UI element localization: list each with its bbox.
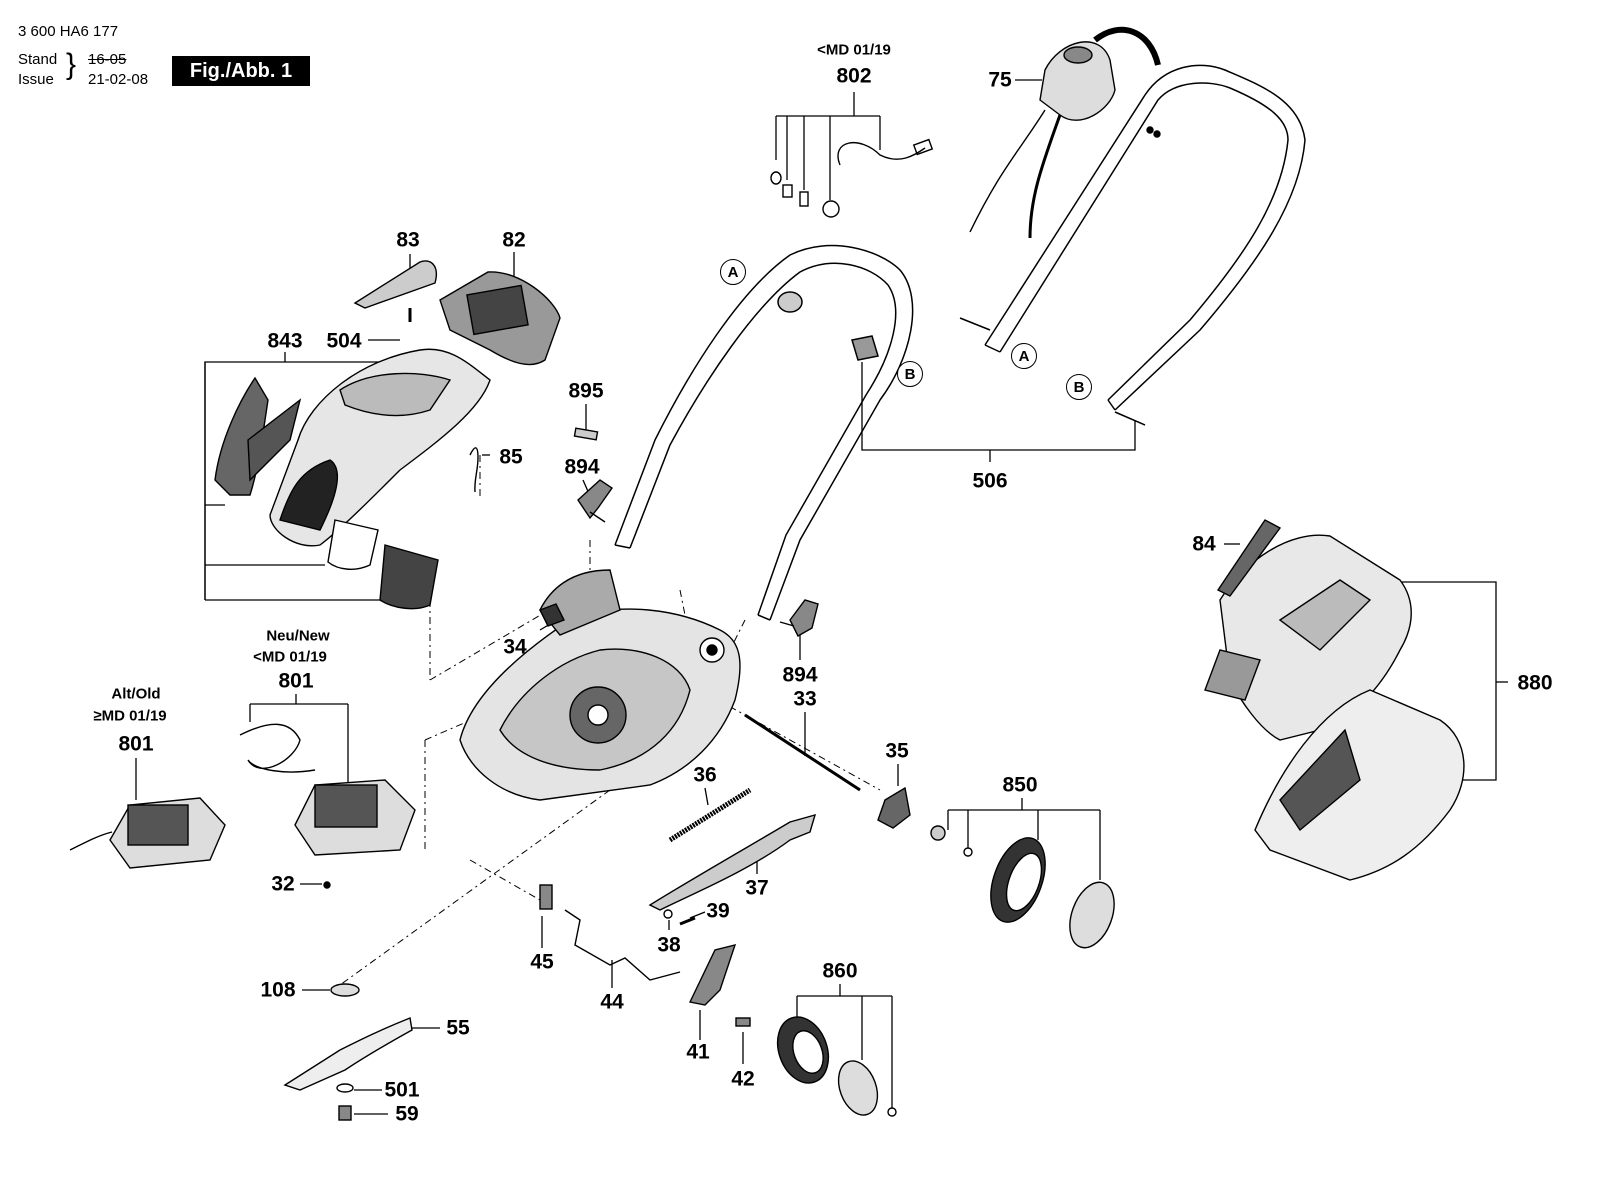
mower-deck xyxy=(459,569,741,801)
bracket-843 xyxy=(204,352,430,601)
callout-a: A xyxy=(1011,343,1037,369)
clamp-parts xyxy=(573,427,819,637)
upper-handle-506 xyxy=(959,64,1306,426)
part-label: 504 xyxy=(326,329,362,353)
part-label: 75 xyxy=(988,68,1012,92)
bracket-850 xyxy=(947,798,1101,880)
part-label: 41 xyxy=(686,1040,710,1064)
part-label: 45 xyxy=(530,950,554,974)
old-stand-date: 16-05 xyxy=(88,51,127,68)
part-label: 32 xyxy=(271,872,295,896)
part-label: 82 xyxy=(502,228,526,252)
part-label: 860 xyxy=(822,959,858,983)
note-md-801-new: <MD 01/19 xyxy=(253,648,327,666)
motor-cover-843 xyxy=(214,260,561,610)
wheel-860 xyxy=(776,1016,897,1117)
part-label: 34 xyxy=(503,635,527,659)
part-label: 501 xyxy=(384,1078,420,1102)
part-label: 108 xyxy=(260,978,296,1002)
note-md-801-old: ≥MD 01/19 xyxy=(93,707,167,725)
part-label: 83 xyxy=(396,228,420,252)
motor-801-old xyxy=(69,797,226,869)
motor-801-new xyxy=(239,723,416,856)
part-label: 85 xyxy=(499,445,523,469)
issue-label: Issue xyxy=(18,71,54,88)
part-label: 880 xyxy=(1517,671,1553,695)
leader-lines xyxy=(300,79,1240,1115)
part-label: 37 xyxy=(745,876,769,900)
document-code: 3 600 HA6 177 xyxy=(18,23,119,40)
bracket-801-new xyxy=(249,694,349,790)
brace-icon: } xyxy=(66,48,77,81)
part-label: 895 xyxy=(568,379,604,403)
part-label: 802 xyxy=(836,64,872,88)
part-label: 42 xyxy=(731,1067,755,1091)
wheel-850 xyxy=(930,825,1115,949)
part-label: 36 xyxy=(693,763,717,787)
part-label: 55 xyxy=(446,1016,470,1040)
part-label: 843 xyxy=(267,329,303,353)
part-label: 894 xyxy=(564,455,600,479)
part-label: 506 xyxy=(972,469,1008,493)
lower-handle xyxy=(614,244,914,621)
cable-set-802 xyxy=(770,138,934,218)
stand-label: Stand xyxy=(18,51,58,68)
bracket-860 xyxy=(796,984,893,1108)
part-label: 33 xyxy=(793,687,817,711)
bracket-880 xyxy=(1400,581,1508,781)
callout-b: B xyxy=(897,361,923,387)
grass-box-880 xyxy=(1204,519,1465,881)
figure-badge: Fig./Abb. 1 xyxy=(172,56,310,86)
part-label: 39 xyxy=(706,899,730,923)
callout-a: A xyxy=(720,259,746,285)
part-label: 84 xyxy=(1192,532,1216,556)
note-alt-old: Alt/Old xyxy=(111,685,161,703)
part-label: 850 xyxy=(1002,773,1038,797)
switch-box-75 xyxy=(969,26,1161,239)
issue-date: 21-02-08 xyxy=(88,71,149,88)
bracket-506 xyxy=(861,362,1136,462)
part-label: 801 xyxy=(118,732,154,756)
lower-parts xyxy=(323,713,911,1027)
callout-b: B xyxy=(1066,374,1092,400)
part-label: 801 xyxy=(278,669,314,693)
part-label: 44 xyxy=(600,990,624,1014)
note-md-802: <MD 01/19 xyxy=(817,41,891,59)
part-label: 59 xyxy=(395,1102,419,1126)
blade-55 xyxy=(283,983,413,1121)
note-neu-new: Neu/New xyxy=(266,627,330,645)
part-label: 894 xyxy=(782,663,818,687)
bracket-802 xyxy=(775,92,881,200)
part-label: 38 xyxy=(657,933,681,957)
part-label: 35 xyxy=(885,739,909,763)
